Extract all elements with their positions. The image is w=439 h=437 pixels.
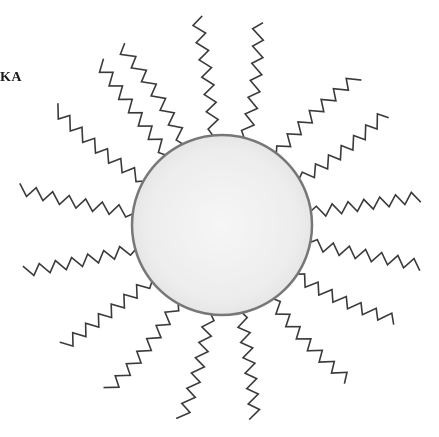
polymer-chain	[193, 16, 218, 137]
polymer-chain	[176, 312, 214, 418]
polymer-chain	[58, 103, 146, 181]
polymer-chain	[309, 192, 421, 216]
polymer-chain	[276, 78, 361, 155]
polymer-chain	[295, 274, 394, 325]
polymer-chain	[60, 279, 153, 346]
polymer-chain	[104, 301, 179, 387]
polymer-chain	[238, 311, 260, 420]
polymer-chain	[100, 59, 168, 156]
polymer-chain	[271, 298, 347, 384]
nanoparticle-core	[132, 135, 312, 315]
polymer-chain	[308, 240, 420, 271]
polymer-chain	[298, 114, 389, 181]
polymer-chain	[120, 43, 184, 145]
polymer-chain	[20, 183, 135, 217]
polymer-chain	[242, 23, 264, 140]
polymer-chain	[23, 247, 137, 276]
